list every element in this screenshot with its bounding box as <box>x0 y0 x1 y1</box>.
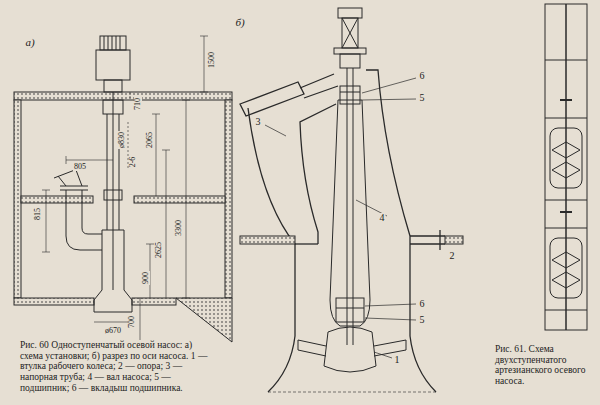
building-frame <box>225 100 232 298</box>
artesian-pump-tube <box>550 238 582 298</box>
dimension-line <box>182 100 190 298</box>
pump-scheme <box>82 190 102 234</box>
dimension-label: 700 <box>128 315 136 329</box>
dimension-label: 3300 <box>175 219 183 237</box>
artesian-pump-tube <box>545 60 587 310</box>
pump-casing <box>366 70 410 336</box>
figure-caption: Рис. 61. Схема двухступенчатого артезиан… <box>495 344 595 387</box>
pump-scheme <box>103 100 123 114</box>
dimension-label: ø670 <box>104 327 122 335</box>
callout-number: 2 <box>449 251 456 261</box>
dimension-line <box>130 92 131 100</box>
motor-coupling <box>334 48 366 54</box>
leader-line <box>365 304 416 306</box>
bearing-housing <box>340 86 360 104</box>
dimension-label: 710 <box>134 97 142 111</box>
pump-casing <box>240 82 304 116</box>
dimension-line <box>162 150 170 298</box>
callout-number: 5 <box>419 315 426 325</box>
leader-line <box>362 78 416 93</box>
dimension-line <box>136 298 144 345</box>
leader-line <box>362 99 416 100</box>
pump-casing <box>300 74 338 98</box>
motor-coupling <box>338 8 362 18</box>
floor-slab <box>240 236 295 244</box>
motor-symbol <box>96 50 130 80</box>
dimension-line <box>152 114 160 196</box>
leader-line <box>374 352 392 358</box>
motor-coupling <box>342 18 358 48</box>
artesian-pump-tube <box>545 4 587 330</box>
leader-line <box>265 125 286 136</box>
panel-letter: б) <box>234 17 245 28</box>
pump-scheme <box>54 92 132 312</box>
pump-scheme <box>60 186 88 190</box>
artesian-pump-tube <box>560 100 572 212</box>
artesian-pump-tube <box>545 4 587 330</box>
bearing-housing <box>336 92 364 308</box>
motor-coupling <box>342 18 358 48</box>
building-frame <box>14 92 232 100</box>
floor-slab <box>445 236 463 244</box>
callout-number: 4 <box>379 213 386 223</box>
building-frame <box>176 298 232 342</box>
artesian-pump-tube <box>552 252 580 288</box>
building-frame <box>14 92 232 342</box>
building-frame <box>134 196 225 203</box>
callout-number: 1 <box>394 355 401 365</box>
dimension-line <box>200 36 208 92</box>
callout-number: 3 <box>255 117 262 127</box>
building-frame <box>14 298 94 305</box>
bearing-housing <box>330 100 370 326</box>
dimension-label: 815 <box>34 207 42 221</box>
dimension-line <box>94 322 132 323</box>
pump-casing <box>410 230 445 250</box>
impeller-hub <box>324 327 376 372</box>
pump-shaft <box>347 68 353 345</box>
pump-casing <box>300 104 336 244</box>
pump-casing <box>268 336 436 392</box>
callout-number: 5 <box>419 93 426 103</box>
artesian-pump-tube <box>565 4 567 330</box>
leader-line <box>365 318 416 320</box>
dimension-line <box>42 36 208 345</box>
impeller-hub <box>298 327 406 372</box>
dimension-label: 1500 <box>208 51 216 69</box>
bearing-housing <box>336 298 364 322</box>
dimension-label: ø830 <box>118 131 126 149</box>
pump-scheme <box>66 190 102 250</box>
impeller-hub <box>298 340 406 356</box>
dimension-label: 2065 <box>146 131 154 149</box>
artesian-pump-tube <box>550 128 582 188</box>
pump-casing <box>295 243 318 244</box>
pump-casing <box>240 70 445 392</box>
leader-line <box>265 78 416 358</box>
floor-slab <box>240 236 463 392</box>
pump-shaft <box>347 68 353 345</box>
callout-number: 6 <box>419 299 426 309</box>
artesian-pump-tube <box>552 142 580 178</box>
bearing-housing <box>330 86 370 326</box>
motor-symbol <box>100 36 126 50</box>
dimension-line <box>42 190 50 252</box>
building-frame <box>14 100 21 298</box>
pump-casing <box>248 108 295 336</box>
motor-symbol <box>104 36 120 50</box>
building-frame <box>132 298 176 305</box>
dimension-label: 900 <box>142 271 150 285</box>
figure-caption: Рис. 60 Одноступенчатый осевой насос: а)… <box>20 340 212 393</box>
pump-scheme <box>94 230 132 312</box>
panel-letter: а) <box>24 37 35 48</box>
floor-slab <box>268 392 436 393</box>
dimension-label: 805 <box>73 163 87 171</box>
motor-coupling <box>334 8 366 68</box>
motor-symbol <box>104 80 122 92</box>
pump-scheme <box>113 92 114 290</box>
motor-coupling <box>340 54 360 68</box>
callout-number: 6 <box>419 71 426 81</box>
dimension-label: 2-6 <box>129 156 137 169</box>
dimension-label: 2625 <box>155 241 163 259</box>
motor-symbol <box>96 36 130 92</box>
